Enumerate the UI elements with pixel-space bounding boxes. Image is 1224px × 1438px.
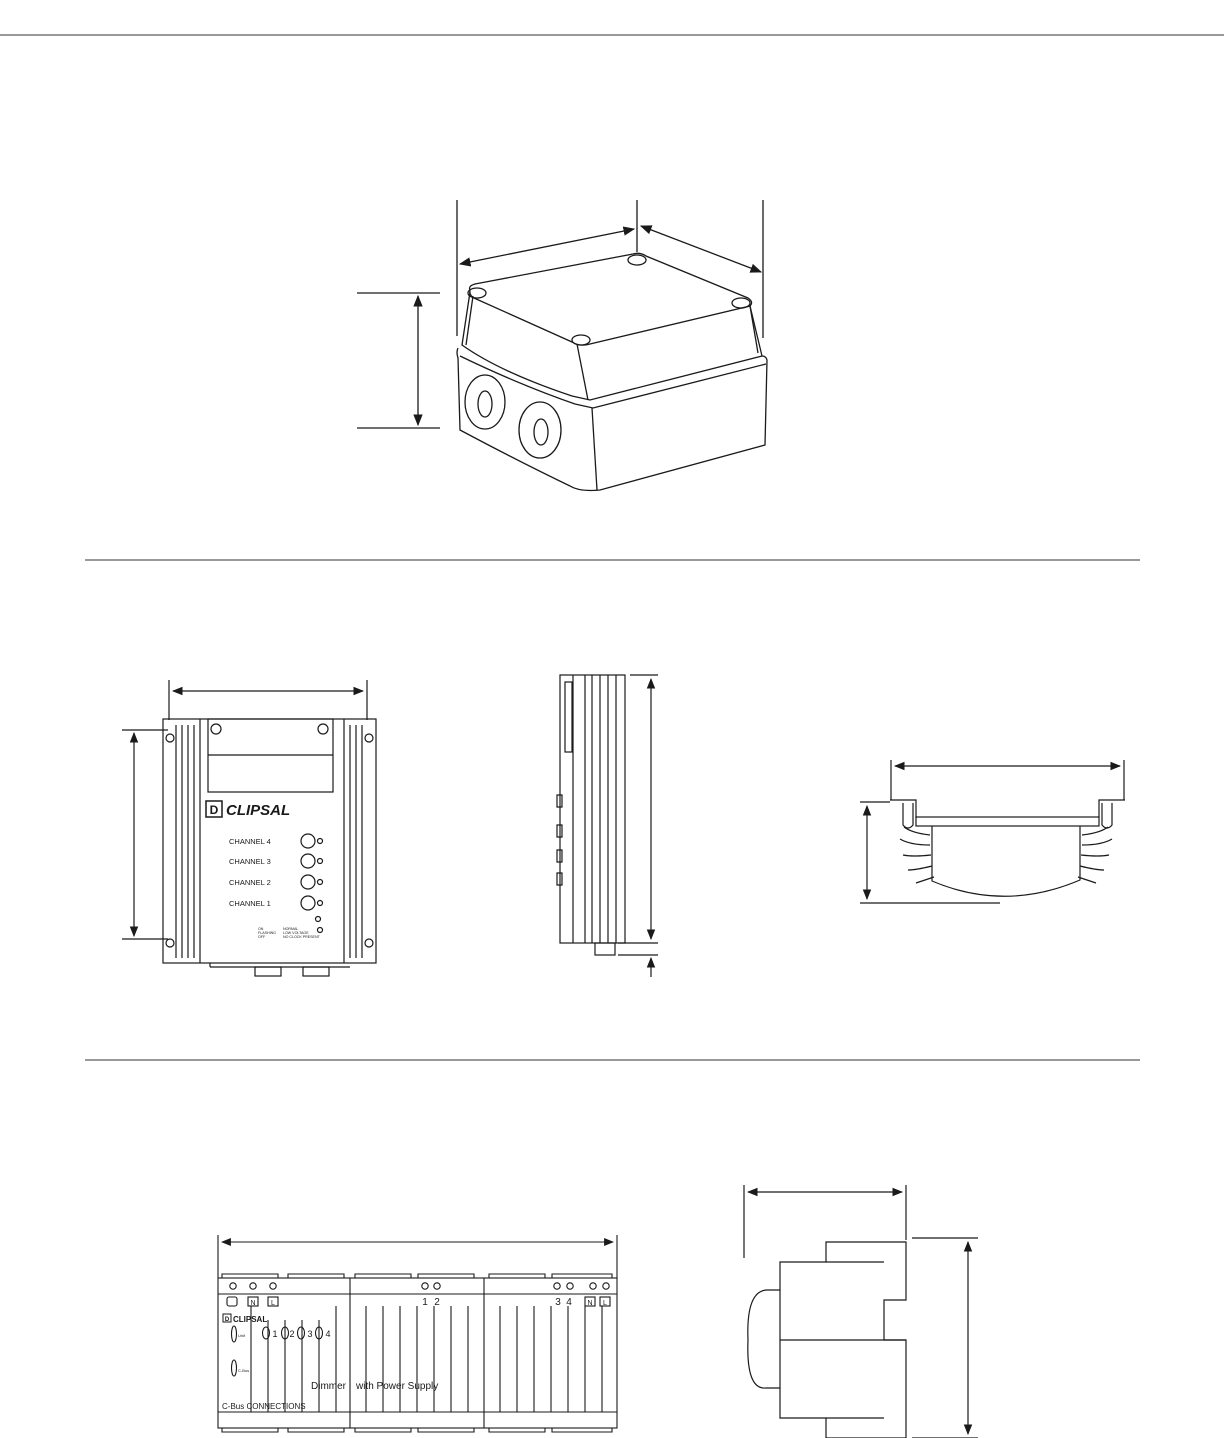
din-rail-front	[217, 1235, 618, 1433]
box-lid-top	[468, 252, 753, 346]
svg-text:4: 4	[566, 1297, 572, 1308]
channel-label-1: CHANNEL 1	[229, 899, 271, 908]
knockout-left-inner	[477, 390, 493, 418]
box-base-body	[456, 347, 768, 492]
din-cbus-led	[230, 1359, 238, 1377]
lid-screw-back	[627, 254, 647, 266]
din-channel-4-button[interactable]	[314, 1326, 324, 1340]
round-unit-profile	[860, 760, 1125, 904]
svg-text:CLIPSAL: CLIPSAL	[233, 1315, 267, 1324]
dimmer-front-view	[122, 680, 377, 977]
din-label-bus: C-Bus CONNECTIONS	[222, 1402, 306, 1411]
svg-text:LOW VOLTAGE: LOW VOLTAGE	[283, 931, 309, 935]
mount-screw-tr	[364, 733, 374, 743]
din-side-outline	[747, 1241, 907, 1438]
side-terminal	[594, 942, 616, 956]
box-base-front-edge	[591, 407, 598, 491]
channel-label-4: CHANNEL 4	[229, 837, 271, 846]
svg-text:OFF: OFF	[258, 935, 266, 939]
svg-text:L: L	[603, 1300, 607, 1307]
svg-text:ON: ON	[258, 927, 264, 931]
channel-3-button[interactable]	[300, 853, 316, 869]
channel-4-button[interactable]	[300, 833, 316, 849]
din-rail-side	[743, 1185, 978, 1438]
clipsal-logo-text: CLIPSAL	[226, 802, 290, 819]
clipsal-logo-front: D CLIPSAL	[205, 800, 290, 819]
din-channel-label-4: 4	[325, 1329, 330, 1339]
box-lid-edge-left	[465, 295, 474, 346]
knockout-right-inner	[533, 418, 549, 446]
box-lid-edge-front	[576, 343, 589, 401]
din-channel-2-button[interactable]	[280, 1326, 290, 1340]
svg-text:D: D	[210, 803, 219, 817]
channel-2-led	[316, 878, 324, 886]
mount-screw-bl	[165, 938, 175, 948]
box-base-rim	[459, 355, 767, 409]
din-unit-led	[230, 1325, 238, 1343]
status-led-bottom	[316, 926, 324, 934]
channel-label-2: CHANNEL 2	[229, 878, 271, 887]
channel-1-button[interactable]	[300, 895, 316, 911]
knockout-left-outer	[464, 374, 506, 430]
svg-text:1: 1	[422, 1297, 428, 1308]
channel-3-led	[316, 857, 324, 865]
knockout-right-outer	[518, 401, 562, 459]
clipsal-logo-din: D CLIPSAL	[222, 1313, 267, 1324]
din-label-dimmer: Dimmer	[311, 1381, 347, 1392]
svg-text:NO CLOCK PRESENT: NO CLOCK PRESENT	[283, 935, 321, 939]
terminal-block-left	[254, 966, 282, 977]
box-lid-skirt	[461, 291, 763, 401]
svg-text:N: N	[587, 1300, 592, 1307]
din-rail-labels: N L 1 2 3 4 N L 1 2 3 4 Unit C-Bus Dimme…	[222, 1297, 607, 1411]
svg-text:C-Bus: C-Bus	[238, 1368, 249, 1373]
round-unit-flange	[890, 799, 1125, 818]
terminal-block-right	[302, 966, 330, 977]
svg-text:3: 3	[555, 1297, 561, 1308]
channel-labels: CHANNEL 4 CHANNEL 3 CHANNEL 2 CHANNEL 1	[229, 837, 271, 908]
dim-arrow-width	[458, 226, 636, 267]
dim-arrow-depth	[639, 225, 763, 273]
status-legend: ON FLASHING OFF NORMAL LOW VOLTAGE NO CL…	[258, 927, 321, 939]
enclosure-box-drawing	[357, 200, 768, 492]
din-channel-label-2: 2	[289, 1329, 294, 1339]
lid-screw-right	[731, 297, 751, 309]
svg-text:NORMAL: NORMAL	[283, 927, 298, 931]
din-channel-label-3: 3	[307, 1329, 312, 1339]
lid-screw-left	[467, 287, 487, 299]
svg-text:D: D	[225, 1317, 230, 1323]
channel-2-button[interactable]	[300, 874, 316, 890]
din-channel-1-button[interactable]	[261, 1326, 271, 1340]
svg-text:Unit: Unit	[238, 1333, 246, 1338]
din-label-supply: with Power Supply	[355, 1381, 438, 1392]
channel-label-3: CHANNEL 3	[229, 857, 271, 866]
box-lid-edge-right	[749, 305, 759, 354]
channel-4-led	[316, 837, 324, 845]
dimmer-side-view	[556, 674, 658, 977]
din-channel-label-1: 1	[272, 1329, 277, 1339]
channel-1-led	[316, 899, 324, 907]
svg-text:L: L	[271, 1300, 275, 1307]
status-led-top	[314, 915, 322, 923]
din-channel-3-button[interactable]	[296, 1326, 306, 1340]
lid-screw-front	[571, 334, 591, 346]
mount-screw-br	[364, 938, 374, 948]
svg-text:2: 2	[434, 1297, 440, 1308]
svg-text:FLASHING: FLASHING	[258, 931, 276, 935]
mount-screw-tl	[165, 733, 175, 743]
svg-text:N: N	[250, 1300, 255, 1307]
round-unit-dome	[931, 826, 1081, 897]
